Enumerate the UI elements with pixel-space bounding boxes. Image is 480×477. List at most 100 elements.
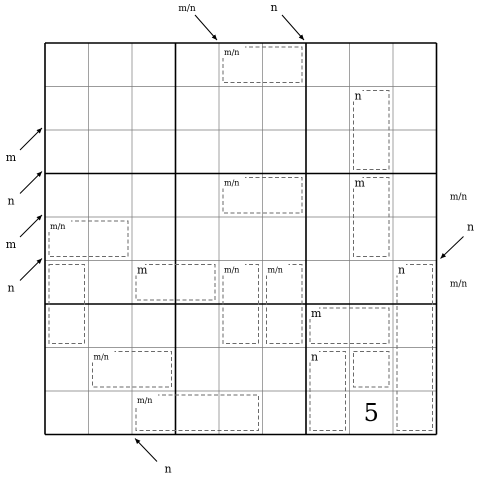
grid-cell-r2c9[interactable]	[393, 86, 437, 131]
grid-cell-r1c7[interactable]	[306, 43, 350, 87]
grid-cell-r3c2[interactable]	[88, 130, 133, 174]
outside-clue-label: m/n	[450, 280, 468, 290]
grid-cell-r4c1[interactable]	[45, 173, 89, 218]
grid-cell-r9c7[interactable]	[306, 391, 350, 435]
outside-clue-clue-top-2: n	[270, 1, 305, 41]
cage-label-bg	[221, 176, 245, 189]
cage-outline	[222, 46, 303, 83]
grid-cell-r8c1[interactable]	[45, 347, 89, 392]
grid-cell-r7c6[interactable]	[262, 304, 307, 348]
grid-cell-r1c4[interactable]	[175, 43, 220, 87]
clue-arrow-icon	[19, 171, 43, 194]
cage-label: m/n	[50, 222, 65, 231]
clue-arrow-icon	[281, 14, 305, 41]
grid-cell-r2c7[interactable]	[306, 86, 350, 131]
grid-cell-r3c6[interactable]	[262, 130, 307, 174]
grid-cell-r2c2[interactable]	[88, 86, 133, 131]
grid-cell-r9c2[interactable]	[88, 391, 133, 435]
cage-label-bg	[308, 350, 319, 363]
grid-cell-r9c8[interactable]	[349, 391, 394, 435]
grid-cell-r5c6[interactable]	[262, 217, 307, 261]
grid-cell-r7c3[interactable]	[132, 304, 176, 348]
grid-cell-r7c2[interactable]	[88, 304, 133, 348]
cage-cage-14: n	[308, 350, 346, 431]
grid-cell-r4c9[interactable]	[393, 173, 437, 218]
cage-outline	[309, 351, 346, 431]
grid-cell-r4c2[interactable]	[88, 173, 133, 218]
grid-cell-r4c6[interactable]	[262, 173, 307, 218]
grid-cell-r1c3[interactable]	[132, 43, 176, 87]
cage-cage-7: m	[134, 263, 216, 301]
grid-cell-r7c1[interactable]	[45, 304, 89, 348]
grid-cell-r4c7[interactable]	[306, 173, 350, 218]
grid-cell-r7c4[interactable]	[175, 304, 220, 348]
cage-cage-4: m	[351, 176, 390, 257]
grid-cell-r9c1[interactable]	[45, 391, 89, 435]
cage-outline	[309, 307, 390, 344]
cage-cage-2: n	[351, 89, 390, 170]
grid-cell-r1c1[interactable]	[45, 43, 89, 87]
grid-cell-r1c8[interactable]	[349, 43, 394, 87]
cage-outline	[135, 394, 259, 431]
grid-cell-r5c4[interactable]	[175, 217, 220, 261]
grid-cell-r9c4[interactable]	[175, 391, 220, 435]
grid-cell-r5c9[interactable]	[393, 217, 437, 261]
outside-clue-clue-right-2: n	[440, 221, 474, 259]
grid-cell-r6c7[interactable]	[306, 260, 350, 305]
grid-cell-r5c2[interactable]	[88, 217, 133, 261]
clue-arrow-icon	[19, 127, 43, 151]
cell-digit: 5	[364, 399, 379, 427]
grid-cell-r3c3[interactable]	[132, 130, 176, 174]
grid-cell-r1c2[interactable]	[88, 43, 133, 87]
grid-cell-r5c3[interactable]	[132, 217, 176, 261]
grid-cell-r4c4[interactable]	[175, 173, 220, 218]
grid-cell-r6c2[interactable]	[88, 260, 133, 305]
grid-cell-r5c7[interactable]	[306, 217, 350, 261]
grid-cell-r7c5[interactable]	[219, 304, 263, 348]
grid-cell-r3c5[interactable]	[219, 130, 263, 174]
cage-outline	[353, 90, 390, 170]
grid-cell-r8c6[interactable]	[262, 347, 307, 392]
grid-cell-r8c3[interactable]	[132, 347, 176, 392]
grid-cell-r5c5[interactable]	[219, 217, 263, 261]
grid-cell-r6c8[interactable]	[349, 260, 394, 305]
cage-cage-8: m/n	[221, 263, 259, 344]
grid-cell-r3c1[interactable]	[45, 130, 89, 174]
outside-clue-label: m/n	[450, 193, 468, 203]
grid-cell-r2c4[interactable]	[175, 86, 220, 131]
outside-clue-clue-left-4: n	[7, 258, 43, 295]
grid-cell-r8c4[interactable]	[175, 347, 220, 392]
grid-cell-r2c5[interactable]	[219, 86, 263, 131]
cage-label-bg	[134, 394, 158, 406]
grid-cell-r1c9[interactable]	[393, 43, 437, 87]
grid-cell-r2c3[interactable]	[132, 86, 176, 131]
grid-cell-r6c1[interactable]	[45, 260, 89, 305]
cage-outline	[48, 220, 129, 257]
grid-cell-r9c9[interactable]	[393, 391, 437, 435]
grid-cell-r3c4[interactable]	[175, 130, 220, 174]
grid-cell-r7c9[interactable]	[393, 304, 437, 348]
grid-cell-r5c8[interactable]	[349, 217, 394, 261]
grid-cell-r8c8[interactable]	[349, 347, 394, 392]
grid-cell-r2c6[interactable]	[262, 86, 307, 131]
grid-cell-r9c6[interactable]	[262, 391, 307, 435]
clue-arrow-icon	[440, 236, 464, 259]
grid-cell-r9c5[interactable]	[219, 391, 263, 435]
cage-cage-12	[353, 351, 390, 388]
grid-cell-r8c9[interactable]	[393, 347, 437, 392]
cage-label: m/n	[224, 48, 239, 57]
cage-label: m/n	[224, 179, 239, 188]
cage-label: m/n	[94, 353, 109, 362]
grid-cell-r6c4[interactable]	[175, 260, 220, 305]
grid-cell-r4c3[interactable]	[132, 173, 176, 218]
grid-cell-r7c8[interactable]	[349, 304, 394, 348]
grid-cell-r3c8[interactable]	[349, 130, 394, 174]
grid-cell-r3c9[interactable]	[393, 130, 437, 174]
cage-label: m	[137, 264, 148, 277]
grid-cell-r8c5[interactable]	[219, 347, 263, 392]
grid-cell-r1c6[interactable]	[262, 43, 307, 87]
cage-outline	[135, 264, 216, 301]
grid-cell-r3c7[interactable]	[306, 130, 350, 174]
cage-label-bg	[221, 263, 245, 276]
grid-cell-r2c1[interactable]	[45, 86, 89, 131]
